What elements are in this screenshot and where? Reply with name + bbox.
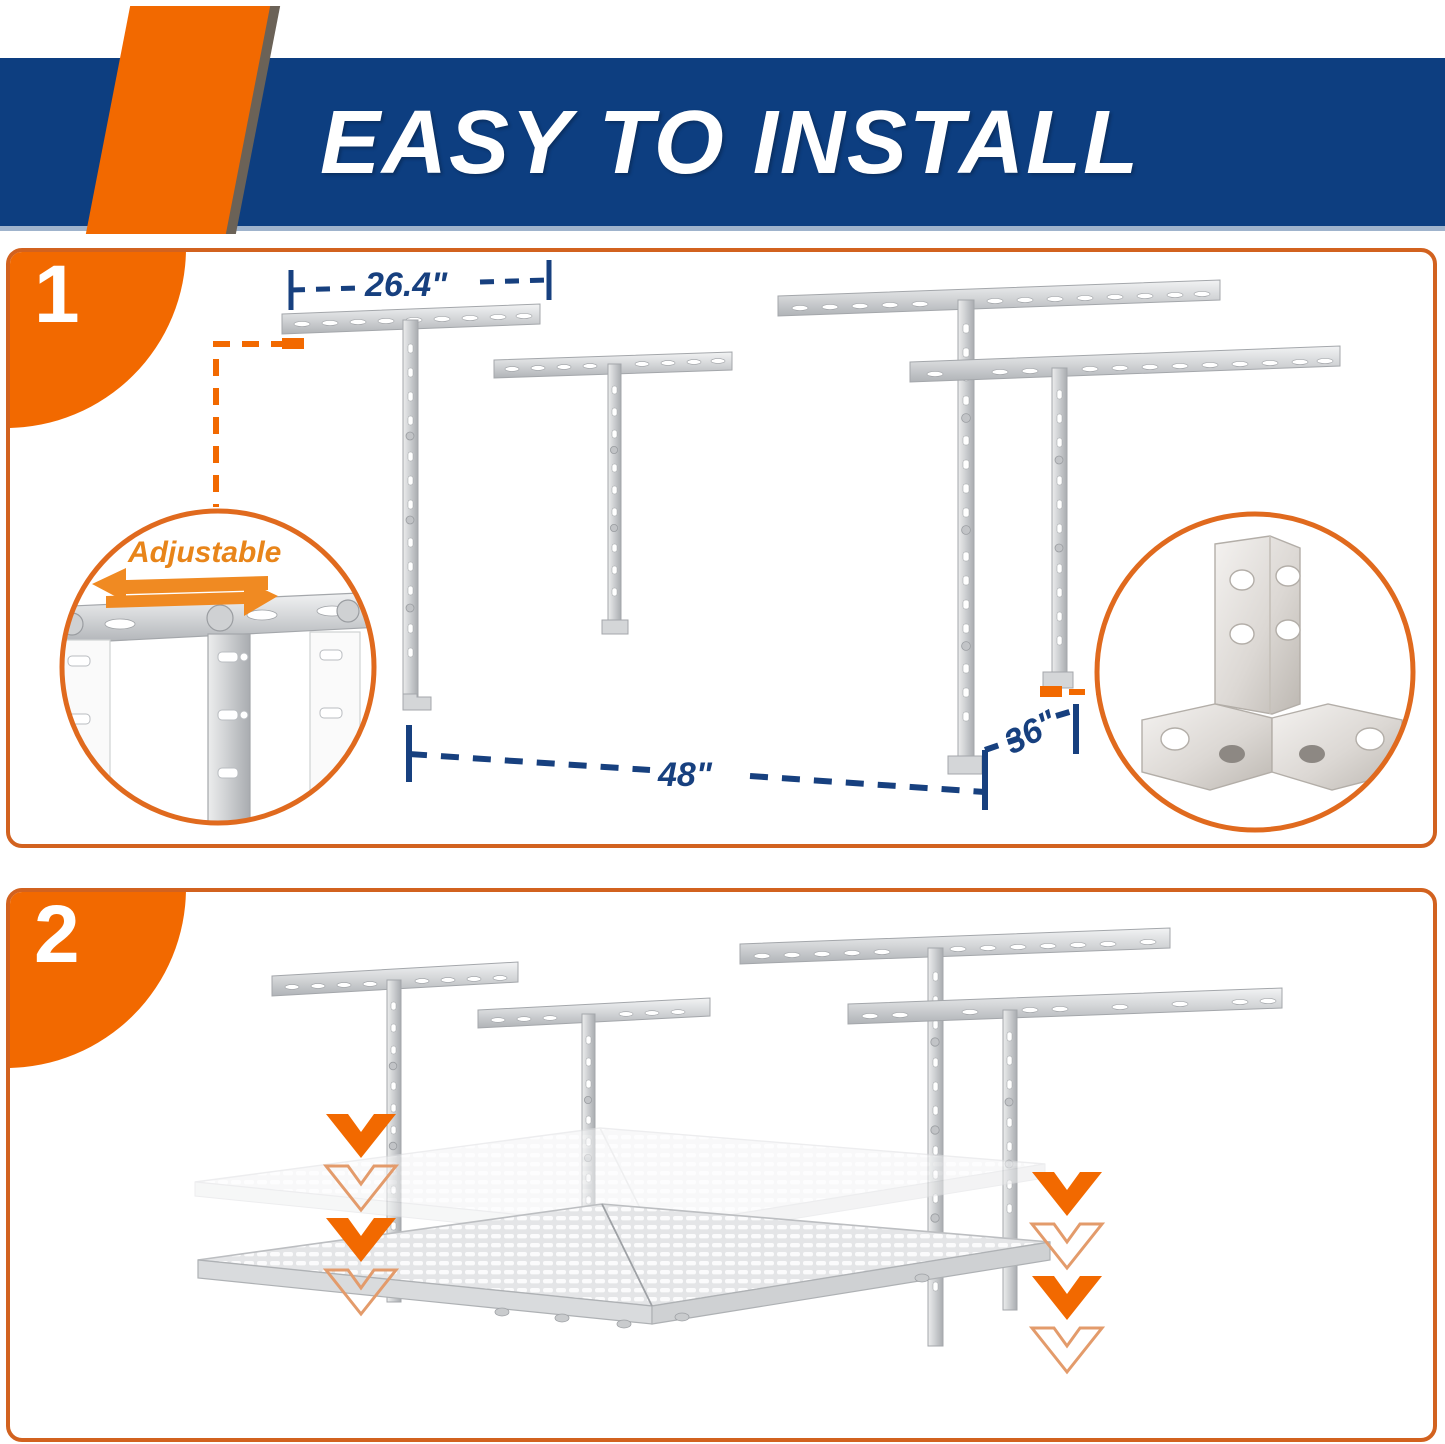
ceiling-rail-front-right	[909, 345, 1341, 383]
ceiling-rail-2-back-left	[477, 997, 711, 1029]
step-number-2: 2	[34, 889, 80, 980]
page-title: EASY TO INSTALL	[320, 92, 1141, 193]
header-banner: EASY TO INSTALL	[0, 0, 1445, 240]
dimension-label-264: 26.4"	[364, 266, 448, 304]
callout-bracket-detail	[1094, 511, 1416, 833]
ceiling-rail-2-front-right	[847, 987, 1283, 1025]
dimension-rack-length: 48"	[406, 725, 988, 810]
chevron-stack-left	[322, 1114, 400, 1317]
step-panel-1: 26.4" 48" 36"	[6, 248, 1437, 848]
callout-leader-adjustable	[213, 338, 304, 507]
ceiling-rail-back-right	[777, 279, 1221, 317]
hanger-post-back-left	[601, 363, 629, 635]
adjustable-label: Adjustable	[127, 536, 281, 569]
chevron-stack-right	[1028, 1172, 1106, 1375]
step-number-1: 1	[34, 249, 80, 340]
dimension-rail-width: 26.4"	[288, 260, 552, 310]
dimension-label-48: 48"	[657, 756, 713, 794]
ceiling-rail-2-back-right	[739, 927, 1171, 965]
step-panel-2: 2	[6, 888, 1437, 1442]
step1-illustration: 26.4" 48" 36"	[59, 260, 1416, 833]
hanger-post-front-right	[1042, 367, 1074, 689]
hanger-post-front-left	[402, 319, 432, 711]
ceiling-rail-front-left	[281, 303, 541, 335]
step2-illustration	[194, 927, 1283, 1375]
banner-shadow	[0, 226, 1445, 231]
callout-adjustable-detail: Adjustable	[59, 508, 377, 826]
ceiling-rail-2-front-left	[271, 961, 519, 997]
adjustable-arrow-icon	[92, 568, 278, 616]
dimension-rack-depth: 36"	[984, 703, 1079, 762]
hanger-post-back-right	[947, 299, 983, 775]
wire-deck-installed	[197, 1203, 1051, 1329]
dimension-label-36: 36"	[998, 703, 1064, 762]
